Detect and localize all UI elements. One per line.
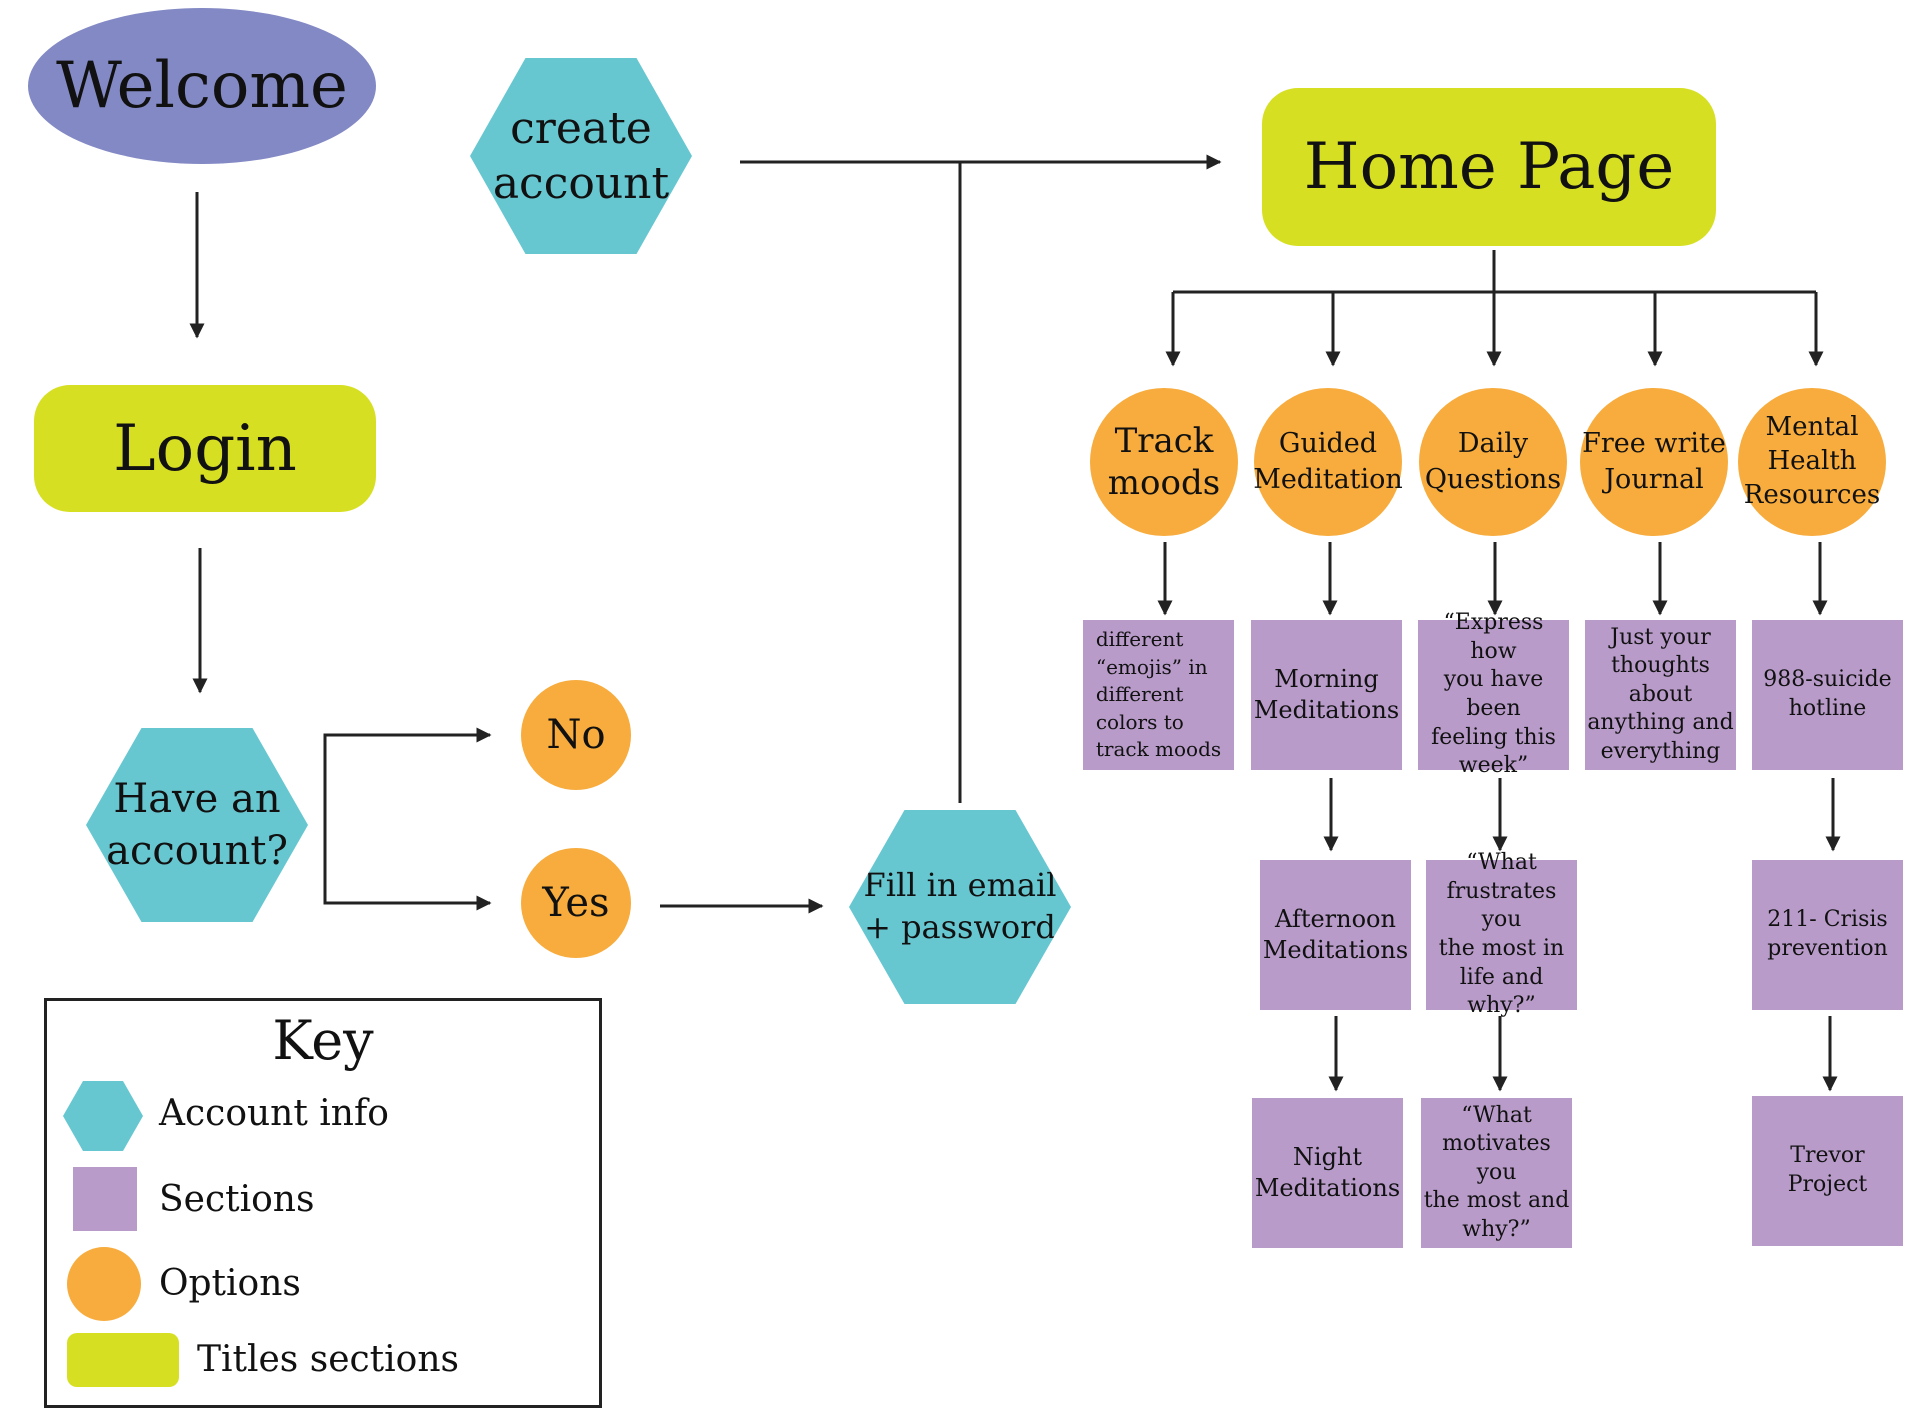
welcome-node: Welcome bbox=[28, 8, 376, 164]
section-express-feeling-label: “Express how you have been feeling this … bbox=[1431, 610, 1556, 779]
section-free-thoughts: Just your thoughts about anything and ev… bbox=[1585, 620, 1736, 770]
home-page-node: Home Page bbox=[1262, 88, 1716, 246]
section-211-crisis: 211- Crisis prevention bbox=[1752, 860, 1903, 1010]
section-afternoon-meditations: Afternoon Meditations bbox=[1260, 860, 1411, 1010]
login-node: Login bbox=[34, 385, 376, 512]
have-account-label: Have an account? bbox=[106, 776, 288, 874]
section-emojis: different “emojis” in different colors t… bbox=[1083, 620, 1234, 770]
no-option-node: No bbox=[521, 680, 631, 790]
section-what-motivates: “What motivates you the most and why?” bbox=[1421, 1098, 1572, 1248]
option-free-write-journal: Free write Journal bbox=[1580, 388, 1728, 536]
legend-option-label: Options bbox=[159, 1263, 301, 1304]
legend-section-label: Sections bbox=[159, 1179, 315, 1220]
section-morning-meditations-label: Morning Meditations bbox=[1253, 664, 1400, 724]
legend-box: Key Account info Sections Options Titles… bbox=[44, 998, 602, 1408]
arrow-have-account-yes bbox=[323, 832, 492, 911]
section-afternoon-meditations-label: Afternoon Meditations bbox=[1262, 904, 1409, 964]
section-morning-meditations: Morning Meditations bbox=[1251, 620, 1402, 770]
fill-in-label: Fill in email + password bbox=[863, 866, 1057, 946]
option-mental-health-resources-label: Mental Health Resources bbox=[1743, 412, 1881, 510]
legend-account-label: Account info bbox=[159, 1093, 389, 1134]
welcome-label: Welcome bbox=[56, 49, 348, 123]
option-daily-questions-label: Daily Questions bbox=[1424, 427, 1562, 495]
option-daily-questions: Daily Questions bbox=[1419, 388, 1567, 536]
yes-option-node: Yes bbox=[521, 848, 631, 958]
login-label: Login bbox=[113, 411, 297, 486]
option-guided-meditation: Guided Meditation bbox=[1253, 388, 1403, 536]
home-page-label: Home Page bbox=[1303, 130, 1675, 204]
option-mental-health-resources: Mental Health Resources bbox=[1738, 388, 1886, 536]
yes-label: Yes bbox=[542, 880, 610, 926]
section-free-thoughts-label: Just your thoughts about anything and ev… bbox=[1587, 624, 1734, 764]
section-night-meditations-label: Night Meditations bbox=[1254, 1142, 1401, 1202]
legend-account-swatch bbox=[63, 1081, 143, 1151]
option-track-moods-label: Track moods bbox=[1107, 420, 1221, 504]
section-what-motivates-label: “What motivates you the most and why?” bbox=[1423, 1102, 1570, 1242]
legend-option-swatch bbox=[67, 1247, 141, 1321]
option-free-write-journal-label: Free write Journal bbox=[1582, 427, 1726, 495]
option-guided-meditation-label: Guided Meditation bbox=[1253, 427, 1403, 495]
section-trevor-project: Trevor Project bbox=[1752, 1096, 1903, 1246]
section-988-hotline: 988-suicide hotline bbox=[1752, 620, 1903, 770]
legend-title: Key bbox=[272, 1009, 374, 1072]
section-211-crisis-label: 211- Crisis prevention bbox=[1767, 907, 1888, 961]
section-night-meditations: Night Meditations bbox=[1252, 1098, 1403, 1248]
legend-title-swatch bbox=[67, 1333, 179, 1387]
section-emojis-label: different “emojis” in different colors t… bbox=[1095, 627, 1222, 762]
arrow-have-account-no bbox=[323, 727, 492, 832]
section-988-hotline-label: 988-suicide hotline bbox=[1763, 667, 1892, 721]
legend-title-section-label: Titles sections bbox=[197, 1339, 459, 1380]
legend-section-swatch bbox=[73, 1167, 137, 1231]
section-trevor-project-label: Trevor Project bbox=[1787, 1143, 1868, 1197]
section-what-frustrates-label: “What frustrates you the most in life an… bbox=[1438, 850, 1565, 1019]
no-label: No bbox=[546, 712, 606, 758]
section-express-feeling: “Express how you have been feeling this … bbox=[1418, 610, 1569, 778]
option-track-moods: Track moods bbox=[1090, 388, 1238, 536]
create-account-label: create account bbox=[492, 103, 670, 209]
section-what-frustrates: “What frustrates you the most in life an… bbox=[1426, 850, 1577, 1018]
